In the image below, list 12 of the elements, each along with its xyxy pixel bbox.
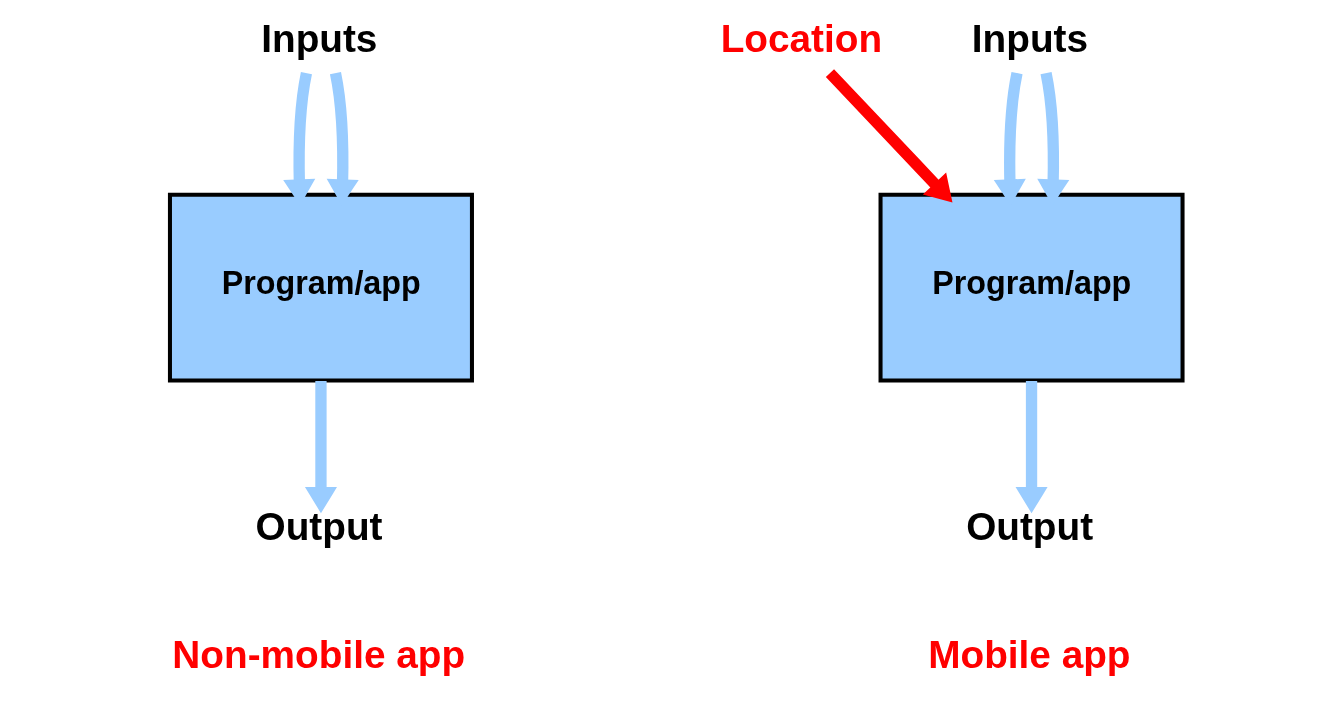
node-text: Location [720,17,883,61]
node-text: Inputs [261,17,378,61]
node-text: Output [255,504,383,548]
arrow [304,381,337,514]
node-text: Output [966,504,1094,548]
node-box: Program/app [878,192,1185,383]
arrow [1015,381,1048,514]
node-box: Program/app [167,192,474,383]
label: Mobile app [928,632,1131,676]
label: Non-mobile app [172,632,466,676]
arrow [825,69,953,203]
node-text: Inputs [971,17,1089,61]
